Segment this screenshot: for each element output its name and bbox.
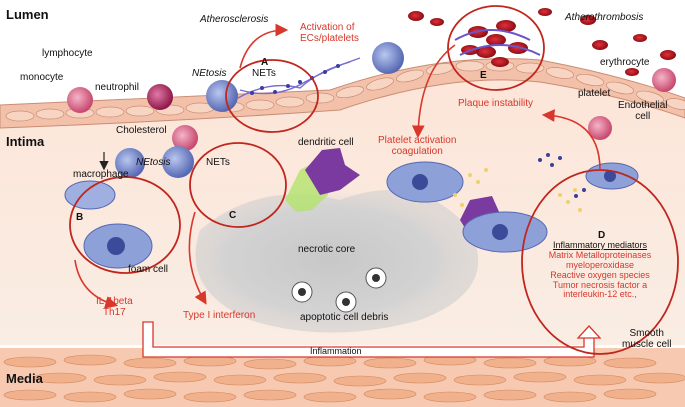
label-smooth-muscle: Smooth muscle cell	[622, 328, 672, 350]
label-nets-c: NETs	[206, 157, 230, 168]
arrow-d-plaque	[541, 109, 601, 171]
circle-b	[69, 176, 181, 274]
mediator-item: interleukin-12 etc.,	[563, 289, 637, 300]
label-atherosclerosis: Atherosclerosis	[200, 14, 269, 25]
label-necrotic-core: necrotic core	[298, 244, 356, 255]
label-dendritic-cell: dendritic cell	[298, 137, 354, 148]
label-macrophage: macrophage	[73, 169, 129, 180]
letter-a: A	[261, 57, 269, 68]
label-lumen: Lumen	[6, 7, 49, 22]
label-apoptotic-debris: apoptotic cell debris	[300, 312, 389, 323]
nets-a-fibres	[237, 57, 361, 99]
arrow-c-ifn	[188, 211, 207, 305]
inflammation-arrow	[142, 321, 602, 358]
intima-cells	[64, 125, 639, 269]
label-lymphocyte: lymphocyte	[42, 48, 93, 59]
label-netosis-a: NEtosis	[192, 68, 227, 79]
label-cholesterol: Cholesterol	[116, 125, 167, 136]
letter-e: E	[480, 70, 487, 81]
apoptotic-debris	[291, 267, 387, 313]
label-nets-a: NETs	[252, 68, 276, 79]
label-intima: Intima	[6, 134, 45, 149]
arrow-b-il1	[74, 259, 119, 309]
mediator-item: myeloperoxidase	[565, 259, 635, 270]
circle-a	[225, 59, 319, 133]
label-activation-ecs: Activation of ECs/platelets	[300, 22, 359, 44]
mediators-title: Inflammatory mediators	[552, 240, 648, 250]
label-platelet-activation: Platelet activation coagulation	[378, 135, 457, 157]
label-media: Media	[6, 371, 43, 386]
label-erythrocyte: erythrocyte	[600, 57, 650, 68]
label-foam-cell: foam cell	[128, 264, 169, 275]
mediator-item: Matrix Metalloproteinases	[548, 249, 652, 260]
mediator-item: Reactive oxygen species	[550, 269, 650, 280]
letter-c: C	[229, 210, 237, 221]
arrow-a-activation	[239, 23, 289, 69]
label-inflammation: Inflammation	[310, 346, 362, 356]
letter-d: D	[598, 230, 606, 241]
lumen-cells	[67, 8, 676, 140]
circle-c	[189, 142, 287, 228]
arrow-e-platelet	[411, 44, 456, 139]
thrombus-cluster	[454, 20, 541, 67]
label-platelet: platelet	[578, 88, 611, 99]
label-endothelial-cell: Endothelial cell	[618, 100, 668, 122]
letter-b: B	[76, 212, 84, 223]
label-type1-ifn: Type I interferon	[183, 310, 256, 321]
mediator-item: Tumor necrosis factor a	[552, 279, 648, 290]
label-atherothrombosis: Atherothrombosis	[565, 12, 644, 23]
label-monocyte: monocyte	[20, 72, 64, 83]
label-il1beta-th17: IL-1beta Th17	[96, 296, 133, 318]
circle-e	[447, 5, 545, 91]
label-netosis-c: NEtosis	[136, 157, 171, 168]
label-plaque-instability: Plaque instability	[458, 98, 534, 109]
mediators-block: Inflammatory mediators Matrix Metallopro…	[536, 240, 664, 300]
label-neutrophil: neutrophil	[95, 82, 139, 93]
